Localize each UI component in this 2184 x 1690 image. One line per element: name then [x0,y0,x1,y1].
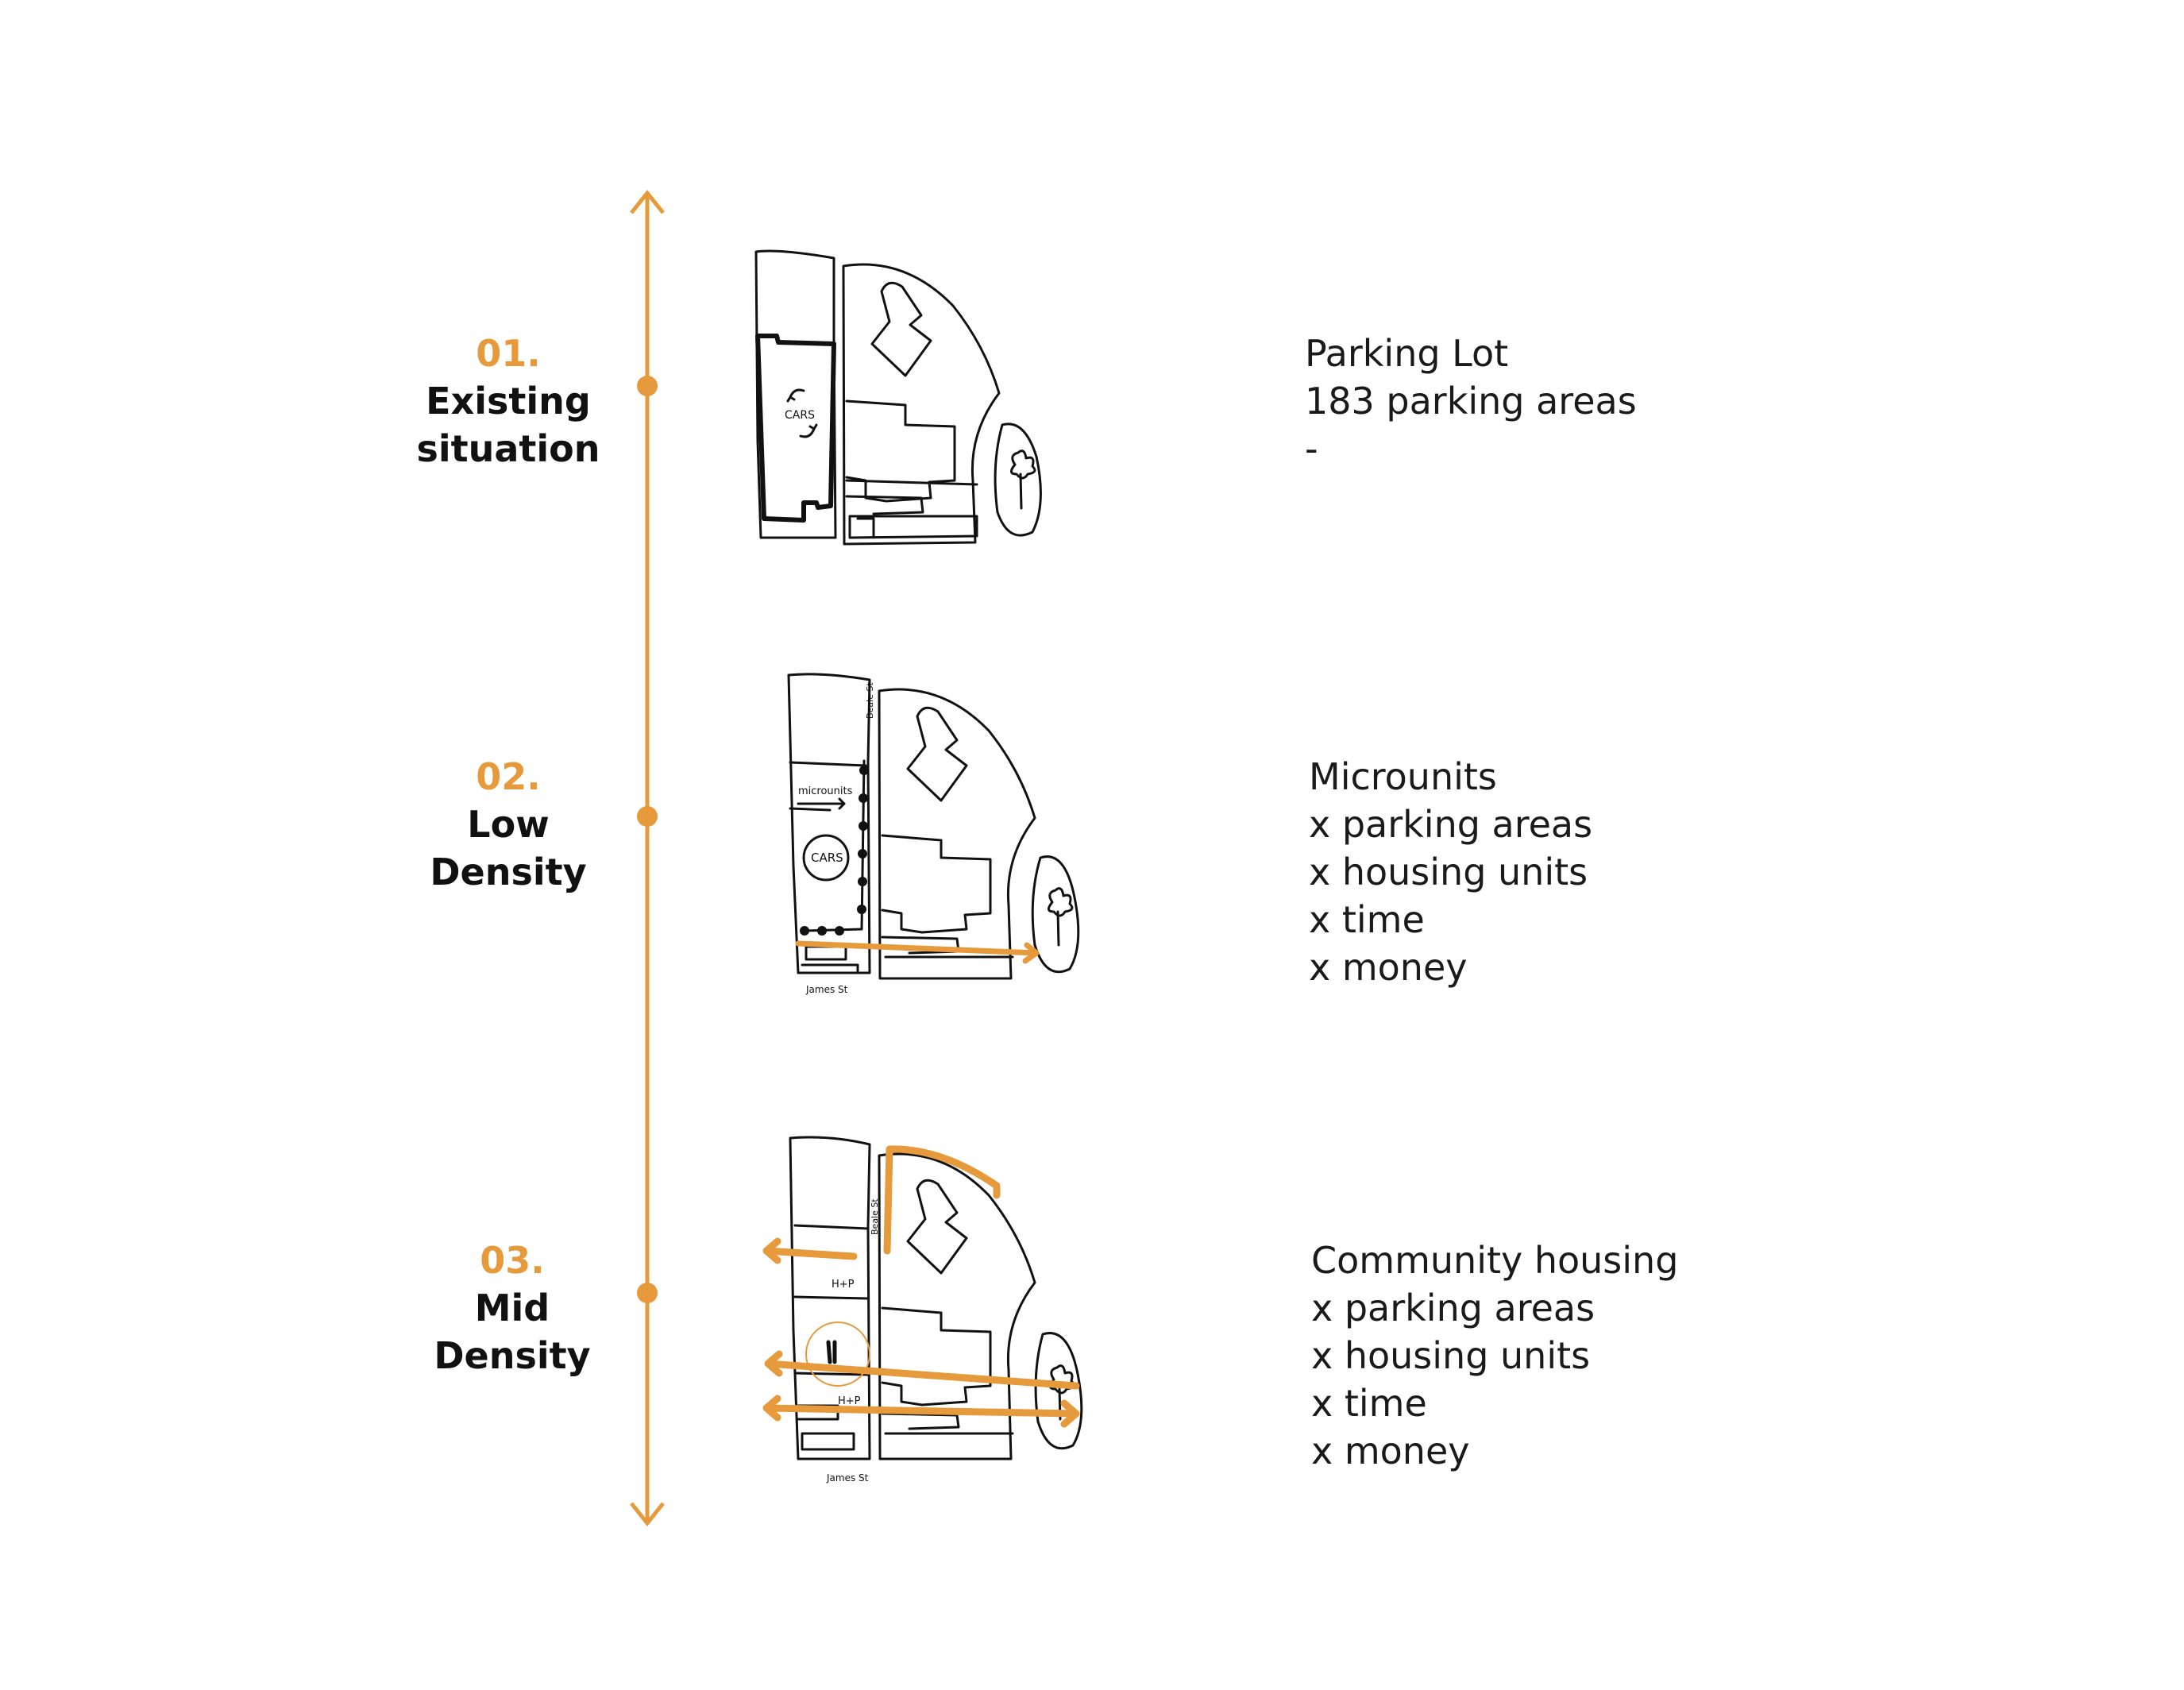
tree-icon [1048,887,1074,947]
building-rows [881,1306,1014,1435]
main-block-outline [878,688,1036,980]
strip-dividers [793,1224,870,1421]
park-outline [1031,855,1080,974]
site-sketch-low-density: microunits CARS James St Beale St [787,673,1080,995]
step-2-description-line-3: x housing units [1309,851,1588,893]
step-2-description-line-1: Microunits [1309,755,1497,798]
site-sketch-mid-density: H+P H+P James St Beale St [762,1136,1083,1484]
access-arrow-icon [795,940,1040,964]
timeline-arrow-top-icon [630,189,665,214]
timeline-arrow-bottom-icon [630,1502,665,1527]
building-rows [845,399,978,539]
small-buildings [801,945,859,974]
step-1-description-line-2: 183 parking areas [1305,380,1637,422]
step-3-description-line-1: Community housing [1311,1239,1679,1282]
park-outline [994,422,1042,537]
step-2-description: Microunits x parking areas x housing uni… [1309,753,1592,991]
step-1-number: 01. [476,332,541,375]
step-2-description-line-2: x parking areas [1309,803,1593,846]
building-hook [870,281,932,377]
step-1-label: 01. Existing situation [341,330,675,473]
cars-circle [802,834,850,882]
parking-strip-outline [754,249,837,539]
sketch-label-hp-2: H+P [838,1395,861,1407]
microunits-arrow-icon [797,797,846,810]
sketch-label-street-bottom: James St [805,984,848,995]
step-3-description-line-4: x time [1311,1382,1427,1425]
step-1-description: Parking Lot 183 parking areas - [1305,330,1637,473]
sketch-label-street-side: Beale St [865,682,875,719]
site-sketch-existing: CARS [754,249,1042,546]
parking-strip-outline [787,673,871,974]
step-1-description-line-3: - [1305,427,1318,470]
gathering-circle [805,1322,870,1387]
timeline-dot-3 [637,1283,658,1303]
sketch-label-cars: CARS [811,851,843,865]
step-3-label: 03. Mid Density [345,1237,679,1379]
sketch-label-street-side: Beale St [870,1198,880,1235]
step-3-description: Community housing x parking areas x hous… [1311,1237,1678,1475]
main-block-outline [878,1152,1036,1460]
step-3-number: 03. [480,1239,545,1282]
step-3-title-line-1: Mid [474,1287,550,1329]
microunits-boundary [789,761,867,812]
step-3-description-line-3: x housing units [1311,1334,1591,1377]
parking-lot-block [755,334,836,523]
parking-strip-outline [789,1136,871,1460]
step-2-title-line-1: Low [467,803,550,846]
step-3-title-line-2: Density [434,1334,591,1377]
step-1-title-line-2: situation [416,427,600,470]
access-path-north [762,1237,858,1264]
boundary-dots [800,766,869,936]
step-1-description-line-1: Parking Lot [1305,332,1509,375]
sketch-label-microunits: microunits [798,785,853,797]
building-hook [906,1179,968,1275]
small-buildings [801,1432,855,1451]
access-path-beale [883,1145,1001,1255]
step-2-description-line-5: x money [1309,946,1468,989]
access-path-south [762,1395,1080,1428]
step-1-title-line-1: Existing [426,380,591,422]
sketch-label-street-bottom: James St [826,1472,869,1484]
sketch-label-hp-1: H+P [832,1279,855,1291]
step-3-description-line-2: x parking areas [1311,1287,1596,1329]
step-2-description-line-4: x time [1309,898,1425,941]
building-hook [906,706,968,802]
step-3-description-line-5: x money [1311,1430,1470,1472]
building-rows [881,834,1014,959]
timeline-dot-2 [637,806,658,827]
figures-icon [826,1340,837,1364]
step-2-label: 02. Low Density [341,753,675,896]
step-2-number: 02. [476,755,541,798]
access-path-middle [764,1350,1080,1390]
cars-arrow-icon [786,388,818,438]
timeline-dot-1 [637,376,658,396]
sketch-label-cars: CARS [785,409,815,422]
park-outline [1034,1332,1083,1450]
main-block-outline [842,263,1001,546]
step-2-title-line-2: Density [430,851,587,893]
tree-icon [1010,450,1036,510]
